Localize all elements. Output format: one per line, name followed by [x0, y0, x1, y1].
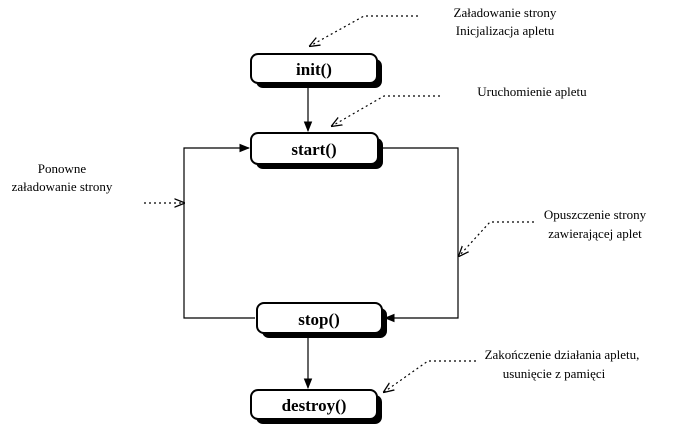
- stop-state-box: stop(): [256, 302, 387, 338]
- destroy-state-box: destroy(): [250, 389, 382, 424]
- leave-page-note-line1: Opuszczenie strony: [544, 207, 647, 222]
- leave-page-note-line2: zawierającej aplet: [548, 226, 642, 241]
- page-load-note-line2: Inicjalizacja apletu: [456, 23, 555, 38]
- stop-label: stop(): [298, 310, 340, 329]
- leave-page-pointer: [459, 221, 534, 256]
- end-pointer: [384, 360, 476, 392]
- init-state-box: init(): [250, 53, 382, 88]
- start-state-box: start(): [250, 132, 383, 169]
- page-load-note-line1: Załadowanie strony: [454, 5, 557, 20]
- end-note-line1: Zakończenie działania apletu,: [485, 347, 640, 362]
- applet-start-note: Uruchomienie apletu: [477, 84, 587, 99]
- end-note-line2: usunięcie z pamięci: [503, 366, 606, 381]
- start-to-stop-arrow: [380, 147, 459, 323]
- init-label: init(): [296, 60, 332, 79]
- destroy-label: destroy(): [282, 396, 347, 415]
- start-label: start(): [291, 140, 336, 159]
- stop-to-start-arrow: [183, 143, 255, 319]
- reload-note-line1: Ponowne: [38, 161, 87, 176]
- applet-start-pointer: [332, 95, 440, 126]
- reload-note-line2: załadowanie strony: [12, 179, 113, 194]
- page-load-pointer: [310, 15, 418, 46]
